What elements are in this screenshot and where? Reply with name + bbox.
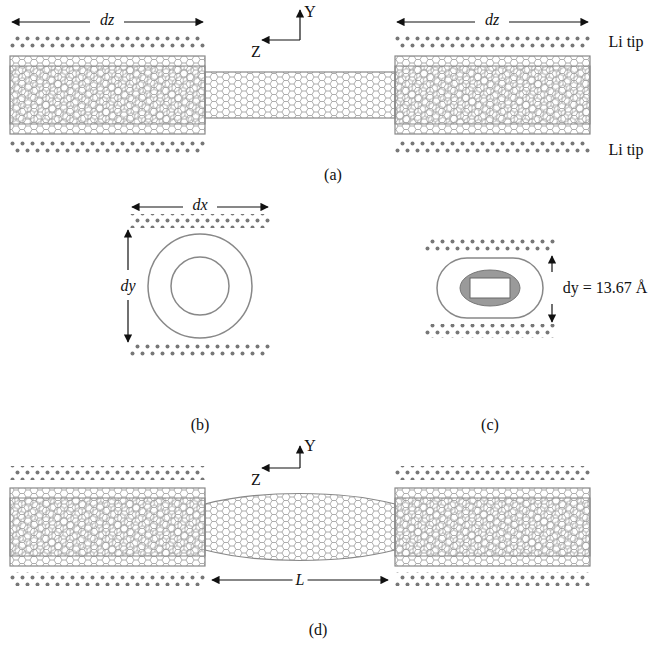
electrode-label: Li tip xyxy=(608,141,643,159)
axis-label: Y xyxy=(304,3,316,21)
dimension-label: dz xyxy=(485,11,499,29)
dimension-label: dz xyxy=(100,11,114,29)
panel-label: (c) xyxy=(481,416,499,434)
panel-label: (a) xyxy=(324,166,342,184)
panel-label: (d) xyxy=(309,621,328,639)
dimension-label: dy xyxy=(120,277,135,295)
electrode-label: Li tip xyxy=(608,33,643,51)
axis-label: Z xyxy=(251,471,261,489)
panel-label: (b) xyxy=(191,416,210,434)
dimension-label: dx xyxy=(192,196,207,214)
axis-label: Z xyxy=(251,43,261,61)
dimension-label: dy = 13.67 Å xyxy=(563,279,648,297)
dimension-label: L xyxy=(293,571,308,589)
axis-label: Y xyxy=(304,437,316,455)
